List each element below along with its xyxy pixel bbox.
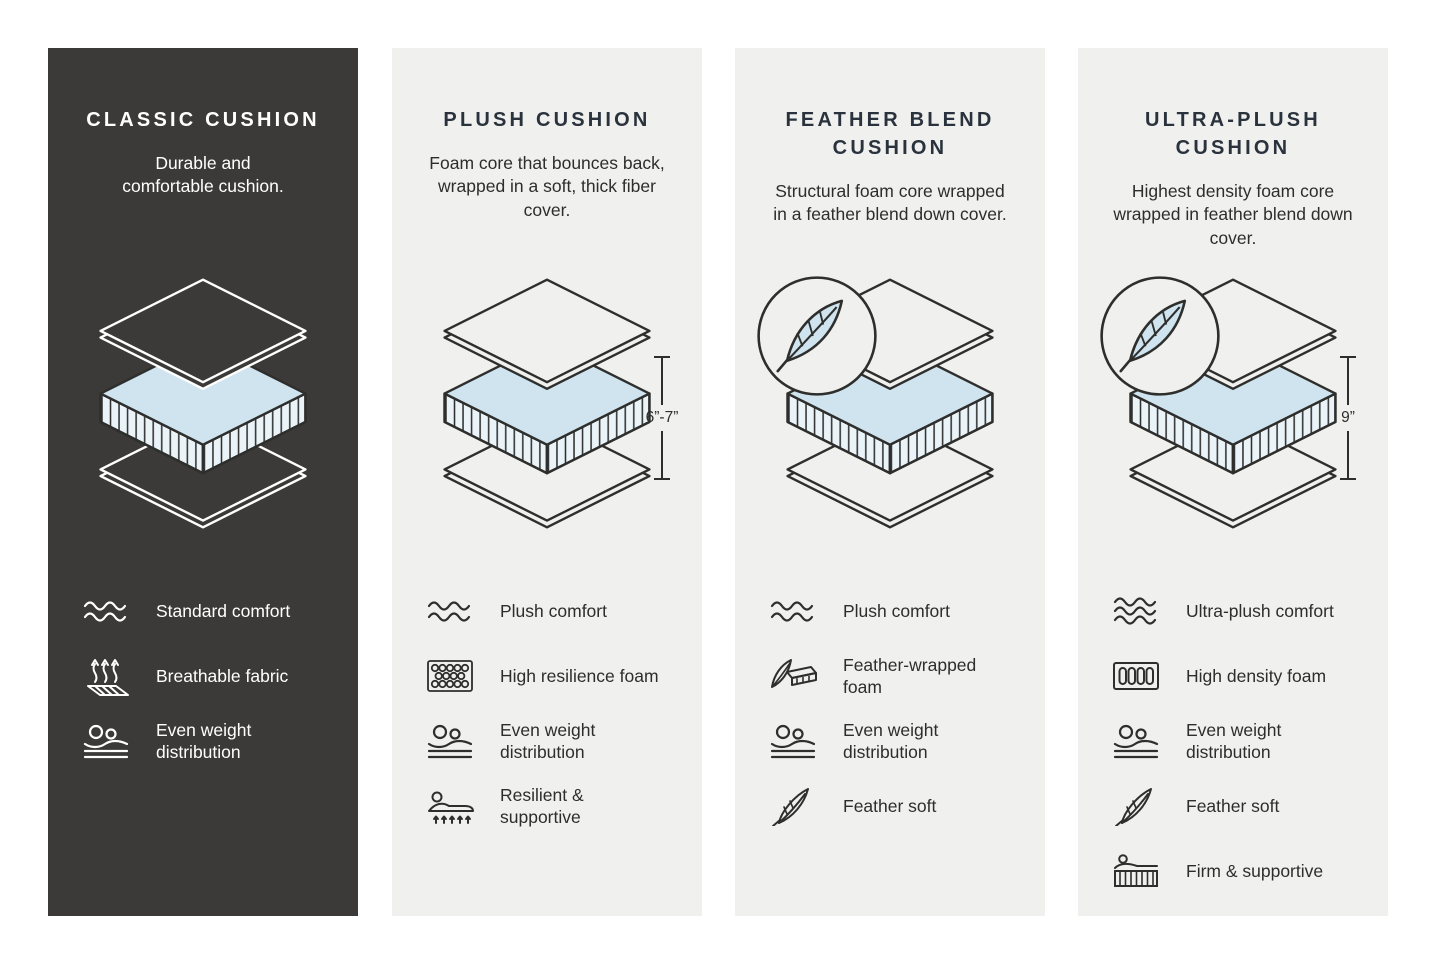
card-classic-cushion: CLASSIC CUSHION Durable and comfortable … [48, 48, 358, 916]
weight-distribution-icon [426, 721, 474, 761]
waves-icon [1112, 591, 1160, 631]
feature-even-weight: Even weight distribution [426, 718, 668, 764]
feature-list: Ultra-plush comfort High density foam Ev… [1078, 588, 1388, 894]
firm-support-icon [1112, 851, 1160, 891]
card-ultra-plush-cushion: ULTRA-PLUSH CUSHION Highest density foam… [1078, 48, 1388, 916]
card-title: CLASSIC CUSHION [86, 109, 320, 131]
card-header: PLUSH CUSHION Foam core that bounces bac… [392, 48, 702, 256]
feature-label: Standard comfort [156, 600, 291, 621]
waves-icon [426, 591, 474, 631]
feature-standard-comfort: Standard comfort [82, 588, 324, 634]
feather-badge-icon [1100, 276, 1220, 396]
card-title: ULTRA-PLUSH CUSHION [1145, 109, 1321, 159]
feature-feather-soft: Feather soft [769, 783, 1011, 829]
dimension-cap [1340, 356, 1356, 358]
feature-label: Resilient & supportive [500, 784, 584, 827]
dimension-label: 9” [1341, 409, 1355, 426]
card-header: FEATHER BLEND CUSHION Structural foam co… [735, 48, 1045, 256]
weight-distribution-icon [769, 721, 817, 761]
feature-label: Even weight distribution [843, 719, 939, 762]
feature-resilient-supportive: Resilient & supportive [426, 783, 668, 829]
card-description: Durable and comfortable cushion. [122, 153, 284, 197]
dimension-marker: 9” [1324, 356, 1372, 480]
feature-even-weight: Even weight distribution [82, 718, 324, 764]
resilient-support-icon [426, 786, 474, 826]
waves-icon [82, 591, 130, 631]
dimension-cap [654, 478, 670, 480]
dimension-line [661, 358, 663, 405]
card-description: Foam core that bounces back, wrapped in … [429, 153, 665, 220]
weight-distribution-icon [1112, 721, 1160, 761]
feature-label: Feather soft [843, 795, 937, 816]
dimension-cap [654, 356, 670, 358]
breathable-fabric-icon [82, 656, 130, 696]
feature-high-density-foam: High density foam [1112, 653, 1354, 699]
feature-label: Firm & supportive [1186, 860, 1324, 881]
feature-label: Even weight distribution [1186, 719, 1282, 762]
cushion-illustration [48, 274, 358, 564]
weight-distribution-icon [82, 721, 130, 761]
card-title: FEATHER BLEND CUSHION [785, 109, 995, 159]
dimension-label: 6”-7” [645, 409, 679, 426]
foam-cells-icon [426, 656, 474, 696]
feature-plush-comfort: Plush comfort [769, 588, 1011, 634]
layered-cushion-icon [443, 278, 651, 529]
feather-badge-icon [757, 276, 877, 396]
feature-label: Plush comfort [500, 600, 607, 621]
foam-bars-icon [1112, 656, 1160, 696]
feature-label: High resilience foam [500, 665, 659, 686]
card-plush-cushion: PLUSH CUSHION Foam core that bounces bac… [392, 48, 702, 916]
feature-list: Plush comfort High resilience foam Even … [392, 588, 702, 829]
cushion-illustration [735, 274, 1045, 564]
card-description: Highest density foam core wrapped in fea… [1113, 181, 1353, 248]
card-title: PLUSH CUSHION [443, 109, 651, 131]
feature-ultra-plush-comfort: Ultra-plush comfort [1112, 588, 1354, 634]
feature-feather-soft: Feather soft [1112, 783, 1354, 829]
feature-list: Plush comfort Feather-wrapped foam Even … [735, 588, 1045, 829]
feature-label: Even weight distribution [500, 719, 596, 762]
dimension-line [1347, 431, 1349, 478]
dimension-line [1347, 358, 1349, 405]
dimension-marker: 6”-7” [638, 356, 686, 480]
feature-list: Standard comfort Breathable fabric Even … [48, 588, 358, 764]
feature-breathable-fabric: Breathable fabric [82, 653, 324, 699]
feature-label: High density foam [1186, 665, 1327, 686]
feather-wrapped-foam-icon [769, 656, 817, 696]
feature-even-weight: Even weight distribution [1112, 718, 1354, 764]
feature-label: Feather soft [1186, 795, 1280, 816]
card-description: Structural foam core wrapped in a feathe… [773, 181, 1007, 225]
card-feather-blend-cushion: FEATHER BLEND CUSHION Structural foam co… [735, 48, 1045, 916]
feature-even-weight: Even weight distribution [769, 718, 1011, 764]
feature-plush-comfort: Plush comfort [426, 588, 668, 634]
feature-label: Feather-wrapped foam [843, 654, 977, 697]
feature-label: Plush comfort [843, 600, 950, 621]
feature-label: Even weight distribution [156, 719, 252, 762]
cushion-illustration: 6”-7” [392, 274, 702, 564]
dimension-line [661, 431, 663, 478]
feature-firm-supportive: Firm & supportive [1112, 848, 1354, 894]
cushion-illustration: 9” [1078, 274, 1388, 564]
feature-label: Ultra-plush comfort [1186, 600, 1334, 621]
card-header: ULTRA-PLUSH CUSHION Highest density foam… [1078, 48, 1388, 256]
dimension-cap [1340, 478, 1356, 480]
layered-cushion-icon [99, 278, 307, 529]
card-header: CLASSIC CUSHION Durable and comfortable … [48, 48, 358, 256]
feature-feather-wrapped-foam: Feather-wrapped foam [769, 653, 1011, 699]
feather-icon [769, 786, 817, 826]
feature-high-resilience-foam: High resilience foam [426, 653, 668, 699]
feather-icon [1112, 786, 1160, 826]
feature-label: Breathable fabric [156, 665, 289, 686]
waves-icon [769, 591, 817, 631]
